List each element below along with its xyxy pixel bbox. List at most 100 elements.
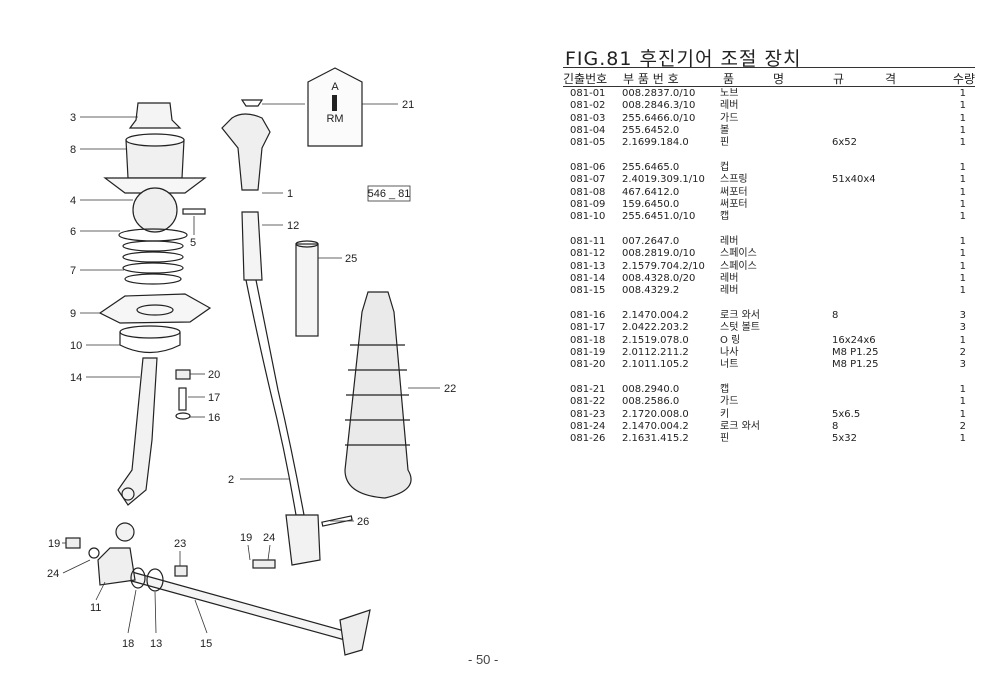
part-number: 2.1631.415.2 bbox=[622, 433, 689, 445]
callout-10: 10 bbox=[70, 340, 82, 352]
item-number: 081-15 bbox=[570, 285, 606, 297]
part-spec: 5x32 bbox=[832, 433, 858, 445]
callout-4: 4 bbox=[70, 195, 76, 207]
callout-14: 14 bbox=[70, 372, 82, 384]
part-name: 가드 bbox=[720, 112, 739, 124]
part-number: 467.6412.0 bbox=[622, 186, 680, 198]
part-quantity: 1 bbox=[959, 174, 966, 186]
part-number: 2.1011.105.2 bbox=[622, 359, 689, 371]
callout-8: 8 bbox=[70, 144, 76, 156]
group-spacer bbox=[570, 223, 966, 236]
part-quantity: 1 bbox=[959, 186, 966, 198]
header-no: 긴출번호 bbox=[563, 72, 608, 86]
part-spec: 51x40x4 bbox=[832, 174, 876, 186]
item-number: 081-14 bbox=[570, 272, 606, 284]
callout-13: 13 bbox=[150, 638, 162, 650]
part-number: 2.1519.078.0 bbox=[622, 334, 689, 346]
item-number: 081-19 bbox=[570, 346, 606, 358]
figure-title: FIG.81 후진기어 조절 장치 bbox=[565, 48, 802, 70]
callout-24-right: 24 bbox=[263, 532, 275, 544]
item-number: 081-12 bbox=[570, 248, 606, 260]
part-number: 008.2940.0 bbox=[622, 383, 680, 395]
diagram-code: 546 _ 81 bbox=[368, 188, 411, 200]
part-number: 008.2846.3/10 bbox=[622, 100, 696, 112]
part-name: O 링 bbox=[720, 334, 741, 346]
item-number: 081-13 bbox=[570, 260, 606, 272]
part-name: 컵 bbox=[720, 161, 730, 173]
part-quantity: 1 bbox=[959, 408, 966, 420]
part-quantity: 1 bbox=[959, 100, 966, 112]
part-number: 2.1470.004.2 bbox=[622, 309, 689, 321]
part-spec: 5x6.5 bbox=[832, 408, 861, 420]
callout-24-left: 24 bbox=[47, 568, 59, 580]
part-number: 255.6466.0/10 bbox=[622, 112, 696, 124]
part-number: 007.2647.0 bbox=[622, 235, 680, 247]
callout-19-left: 19 bbox=[48, 538, 60, 550]
part-spec: 6x52 bbox=[832, 137, 858, 149]
item-number: 081-07 bbox=[570, 174, 606, 186]
header-name-1: 품 bbox=[723, 72, 735, 86]
part-quantity: 1 bbox=[959, 334, 966, 346]
exploded-parts-diagram: A RM 546 _ 81 3 8 4 6 7 9 10 14 5 1 12 2… bbox=[47, 67, 456, 656]
part-name: 써포터 bbox=[720, 198, 748, 210]
part-number: 255.6452.0 bbox=[622, 124, 680, 136]
part-quantity: 1 bbox=[959, 260, 966, 272]
part-name: 볼 bbox=[720, 124, 730, 136]
part-quantity: 1 bbox=[959, 112, 966, 124]
title-rule bbox=[563, 67, 975, 68]
part-quantity: 1 bbox=[959, 248, 966, 260]
part-number: 2.0422.203.2 bbox=[622, 322, 689, 334]
callout-9: 9 bbox=[70, 308, 76, 320]
part-number: 008.2819.0/10 bbox=[622, 248, 696, 260]
part-quantity: 1 bbox=[959, 137, 966, 149]
part-quantity: 3 bbox=[959, 359, 966, 371]
callout-26: 26 bbox=[357, 516, 369, 528]
page-number: - 50 - bbox=[468, 652, 499, 667]
part-number: 008.4328.0/20 bbox=[622, 272, 696, 284]
part-quantity: 1 bbox=[959, 198, 966, 210]
part-spec: 8 bbox=[832, 420, 839, 432]
item-number: 081-16 bbox=[570, 309, 606, 321]
callout-23: 23 bbox=[174, 538, 186, 550]
header-rule bbox=[563, 86, 975, 87]
part-number: 255.6451.0/10 bbox=[622, 211, 696, 223]
callout-21: 21 bbox=[402, 99, 414, 111]
item-number: 081-18 bbox=[570, 334, 606, 346]
group-spacer bbox=[570, 297, 966, 310]
callout-1: 1 bbox=[287, 188, 293, 200]
part-quantity: 1 bbox=[959, 433, 966, 445]
callout-3: 3 bbox=[70, 112, 76, 124]
part-number: 008.2837.0/10 bbox=[622, 88, 696, 99]
part-name: 레버 bbox=[720, 100, 739, 112]
item-number: 081-24 bbox=[570, 420, 606, 432]
part-name: 캡 bbox=[720, 383, 730, 395]
part-quantity: 3 bbox=[959, 309, 966, 321]
part-name: 써포터 bbox=[720, 186, 748, 198]
part-number: 2.4019.309.1/10 bbox=[622, 174, 705, 186]
item-number: 081-23 bbox=[570, 408, 606, 420]
part-quantity: 1 bbox=[959, 383, 966, 395]
part-name: 핀 bbox=[720, 137, 730, 149]
item-number: 081-10 bbox=[570, 211, 606, 223]
callout-17: 17 bbox=[208, 392, 220, 404]
callout-18: 18 bbox=[122, 638, 134, 650]
part-name: 스텃 볼트 bbox=[720, 322, 760, 334]
part-number: 2.1470.004.2 bbox=[622, 420, 689, 432]
label-plate-top: A bbox=[331, 81, 339, 93]
part-number: 2.0112.211.2 bbox=[622, 346, 689, 358]
callout-22: 22 bbox=[444, 383, 456, 395]
part-number: 2.1579.704.2/10 bbox=[622, 260, 705, 272]
